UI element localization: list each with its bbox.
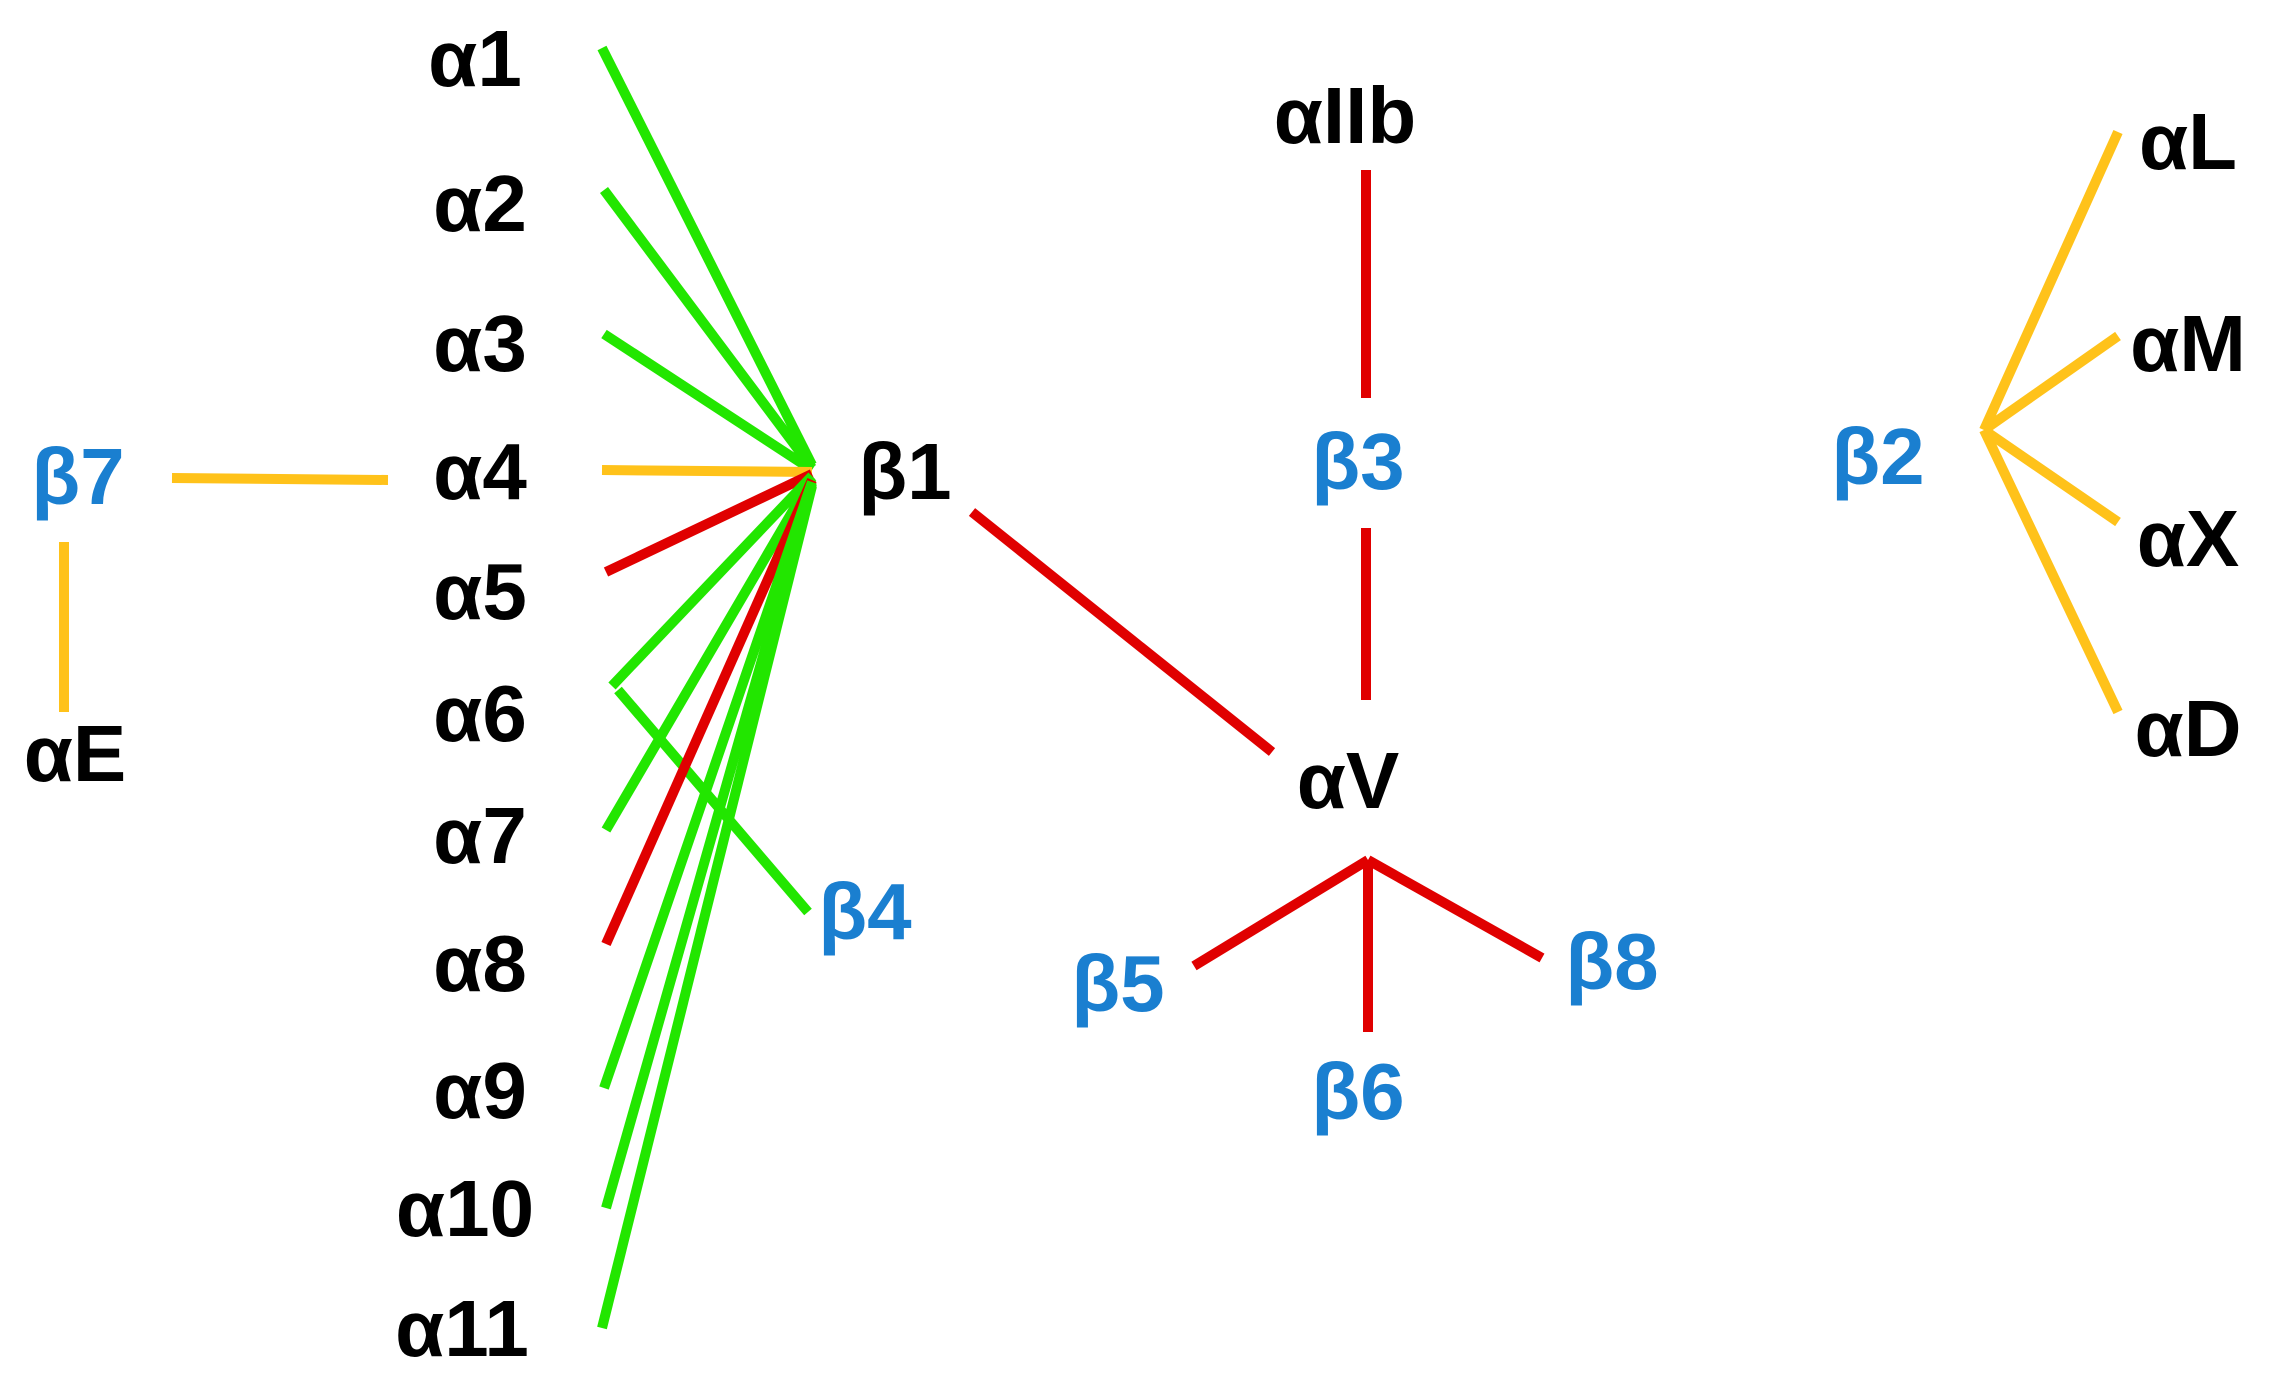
node-a9: α9 <box>433 1046 527 1135</box>
edge-a11-b1 <box>597 484 817 1330</box>
node-b1: β1 <box>858 427 951 516</box>
edge-b1-aV <box>968 508 1276 756</box>
node-a3: α3 <box>433 299 527 388</box>
node-a6: α6 <box>433 669 527 758</box>
node-aX: αX <box>2137 494 2240 583</box>
edge-b7-a4 <box>171 473 389 485</box>
node-aV: αV <box>1297 736 1400 825</box>
node-b6: β6 <box>1311 1047 1404 1136</box>
node-b8: β8 <box>1565 917 1658 1006</box>
edge-a6-b4 <box>614 686 812 916</box>
edge-b2-aL <box>1979 129 2123 433</box>
edge-aV-b8 <box>1365 855 1545 963</box>
edge-a2-b1 <box>599 187 817 471</box>
node-aE: αE <box>24 709 127 798</box>
node-a2: α2 <box>433 159 527 248</box>
edge-a9-b1 <box>599 480 817 1090</box>
edge-b2-aX <box>1981 425 2121 527</box>
node-aIIb: αIIb <box>1274 71 1417 160</box>
node-aM: αM <box>2130 299 2246 388</box>
node-a8: α8 <box>433 919 527 1008</box>
node-a4: α4 <box>433 427 527 516</box>
edge-a5-b1 <box>603 469 815 577</box>
edge-a4-b1 <box>601 465 813 477</box>
edge-b2-aM <box>1981 331 2121 435</box>
node-b3: β3 <box>1311 417 1404 506</box>
edge-a8-b1 <box>601 477 817 947</box>
node-aD: αD <box>2135 684 2242 773</box>
edge-a6-b1 <box>608 472 816 690</box>
node-a11: α11 <box>395 1284 529 1373</box>
node-b4: β4 <box>818 867 912 956</box>
node-b5: β5 <box>1071 939 1164 1028</box>
node-b2: β2 <box>1831 412 1924 501</box>
edge-a1-b1 <box>597 45 817 468</box>
node-aL: αL <box>2139 97 2237 186</box>
edge-b2-aD <box>1979 427 2123 715</box>
node-a10: α10 <box>396 1164 534 1253</box>
node-a7: α7 <box>433 791 527 880</box>
edge-layer <box>59 45 2123 1330</box>
node-b7: β7 <box>31 432 124 521</box>
node-a1: α1 <box>428 14 522 103</box>
edge-aV-b5 <box>1191 855 1371 971</box>
edge-a7-b1 <box>601 475 817 833</box>
edge-a3-b1 <box>601 329 815 475</box>
node-a5: α5 <box>433 547 527 636</box>
node-layer: α1 α2 α3 α4 α5 α6 α7 α8 α9 α10 α11 αE αI… <box>24 14 2246 1373</box>
